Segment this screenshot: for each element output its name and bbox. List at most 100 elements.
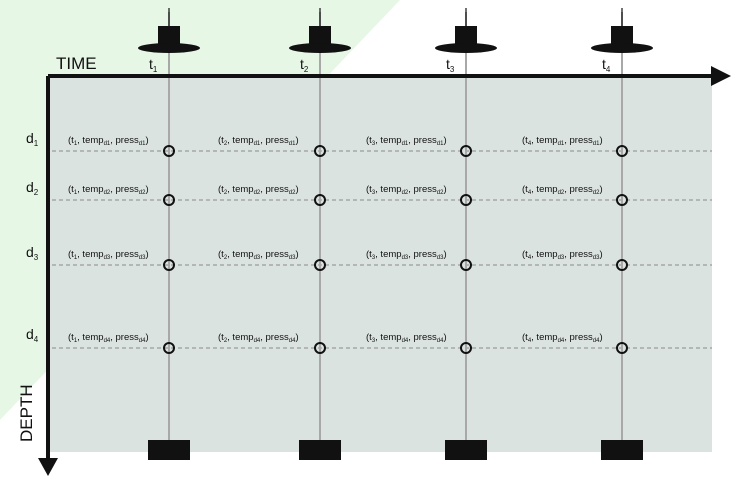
measurement-part: , temp [227, 184, 254, 195]
time-label-subscript: 2 [303, 65, 309, 74]
measurement-part: d4 [557, 338, 565, 344]
measurement-part: , temp [227, 135, 254, 146]
measurement-part: , temp [531, 135, 558, 146]
measurement-part: 3 [371, 338, 376, 344]
sensor-circle-icon [163, 194, 175, 206]
measurement-part: 2 [223, 141, 228, 147]
measurement-part: ) [295, 332, 299, 343]
measurement-part: d4 [253, 338, 261, 344]
measurement-part: , temp [375, 184, 402, 195]
buoy-base-icon [435, 43, 497, 53]
measurement-label: (t4, tempd1, pressd1) [522, 135, 603, 147]
measurement-part: (t [68, 249, 74, 260]
measurement-part: , temp [77, 135, 104, 146]
time-label-main: t [149, 56, 153, 72]
measurement-part: ) [145, 332, 149, 343]
measurement-part: (t [218, 135, 224, 146]
measurement-label: (t1, tempd4, pressd4) [68, 332, 149, 344]
buoy-icon [611, 26, 633, 44]
measurement-label: (t3, tempd2, pressd2) [366, 184, 447, 196]
depth-label: d3 [26, 244, 39, 262]
measurement-part: 2 [223, 190, 228, 196]
measurement-label: (t1, tempd3, pressd3) [68, 249, 149, 261]
measurement-part: , press [110, 184, 139, 195]
measurement-part: (t [218, 249, 224, 260]
measurement-part: d4 [138, 338, 146, 344]
depth-axis-arrow [38, 458, 58, 476]
measurement-part: d1 [436, 141, 444, 147]
measurement-label: (t2, tempd1, pressd1) [218, 135, 299, 147]
measurement-part: , press [408, 249, 437, 260]
buoy-icon [158, 26, 180, 44]
depth-label-main: d [26, 179, 34, 195]
measurement-part: d1 [288, 141, 296, 147]
depth-label-main: d [26, 244, 34, 260]
measurement-part: , press [260, 135, 289, 146]
measurement-label: (t3, tempd4, pressd4) [366, 332, 447, 344]
measurement-part: d1 [103, 141, 111, 147]
measurement-part: , press [564, 184, 593, 195]
measurement-part: ) [295, 249, 299, 260]
measurement-part: d3 [103, 255, 111, 261]
measurement-part: , press [110, 332, 139, 343]
measurement-part: , press [110, 249, 139, 260]
measurement-part: , press [408, 184, 437, 195]
anchor-weight-icon [445, 440, 487, 460]
measurement-part: 4 [527, 141, 532, 147]
depth-axis-label: DEPTH [17, 384, 36, 442]
sensor-circle-icon [314, 194, 326, 206]
measurement-part: ) [599, 184, 603, 195]
measurement-part: d1 [592, 141, 600, 147]
sensor-circle-icon [616, 145, 628, 157]
sensor-circle-icon [616, 194, 628, 206]
measurement-part: d4 [436, 338, 444, 344]
time-label-subscript: 1 [152, 65, 158, 74]
time-label-main: t [602, 56, 606, 72]
time-label: t2 [300, 57, 309, 74]
depth-label: d1 [26, 130, 38, 148]
measurement-part: (t [68, 135, 74, 146]
time-label-subscript: 3 [449, 65, 455, 74]
sensor-circle-icon [163, 145, 175, 157]
measurement-part: d4 [103, 338, 111, 344]
measurement-part: 3 [371, 255, 376, 261]
measurement-part: d1 [557, 141, 565, 147]
measurement-part: d3 [592, 255, 600, 261]
sensor-circle-icon [314, 145, 326, 157]
measurement-part: (t [366, 135, 372, 146]
measurement-part: 4 [527, 190, 532, 196]
time-axis-label: TIME [56, 54, 97, 73]
measurement-part: d2 [436, 190, 444, 196]
measurement-part: d4 [401, 338, 409, 344]
buoy-base-icon [138, 43, 200, 53]
measurement-part: 2 [223, 255, 228, 261]
measurement-part: ) [443, 184, 447, 195]
depth-label-subscript: 3 [33, 253, 39, 262]
measurement-part: d1 [253, 141, 261, 147]
measurement-part: (t [68, 332, 74, 343]
sensor-circle-icon [616, 259, 628, 271]
measurement-part: ) [599, 135, 603, 146]
depth-label: d4 [26, 327, 38, 344]
measurement-part: (t [218, 184, 224, 195]
measurement-part: d2 [103, 190, 111, 196]
depth-label-main: d [26, 130, 34, 146]
measurement-part: 3 [371, 190, 376, 196]
measurement-part: , temp [375, 135, 402, 146]
measurement-part: ) [443, 249, 447, 260]
measurement-part: d2 [253, 190, 261, 196]
measurement-part: (t [522, 249, 528, 260]
measurement-part: 2 [223, 338, 228, 344]
time-label: t4 [602, 56, 610, 74]
measurement-part: , temp [375, 332, 402, 343]
measurement-part: , press [408, 332, 437, 343]
measurement-part: , temp [531, 184, 558, 195]
measurement-label: (t4, tempd2, pressd2) [522, 184, 603, 196]
measurement-label: (t2, tempd3, pressd3) [218, 249, 299, 261]
measurement-part: , press [260, 332, 289, 343]
measurement-part: , temp [531, 249, 558, 260]
anchor-weight-icon [601, 440, 643, 460]
measurement-part: 3 [371, 141, 376, 147]
measurement-part: , temp [227, 249, 254, 260]
